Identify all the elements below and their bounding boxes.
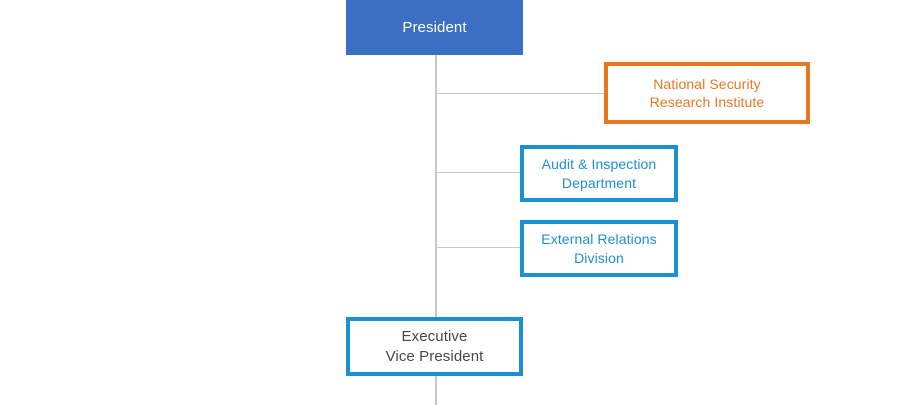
connector-branch-external-relations-division [436, 247, 522, 248]
org-node-external-relations-division[interactable]: External Relations Division [520, 220, 678, 277]
connector-branch-national-security-research-institute [436, 93, 606, 94]
connector-branch-audit-inspection-department [436, 172, 522, 173]
org-node-executive-vice-president[interactable]: Executive Vice President [346, 317, 523, 376]
connector-trunk-below-executive-vice-president [435, 376, 437, 405]
org-node-audit-inspection-department[interactable]: Audit & Inspection Department [520, 145, 678, 202]
org-node-president[interactable]: President [346, 0, 523, 55]
org-node-national-security-research-institute[interactable]: National Security Research Institute [604, 62, 810, 124]
connector-trunk-president [435, 55, 437, 317]
